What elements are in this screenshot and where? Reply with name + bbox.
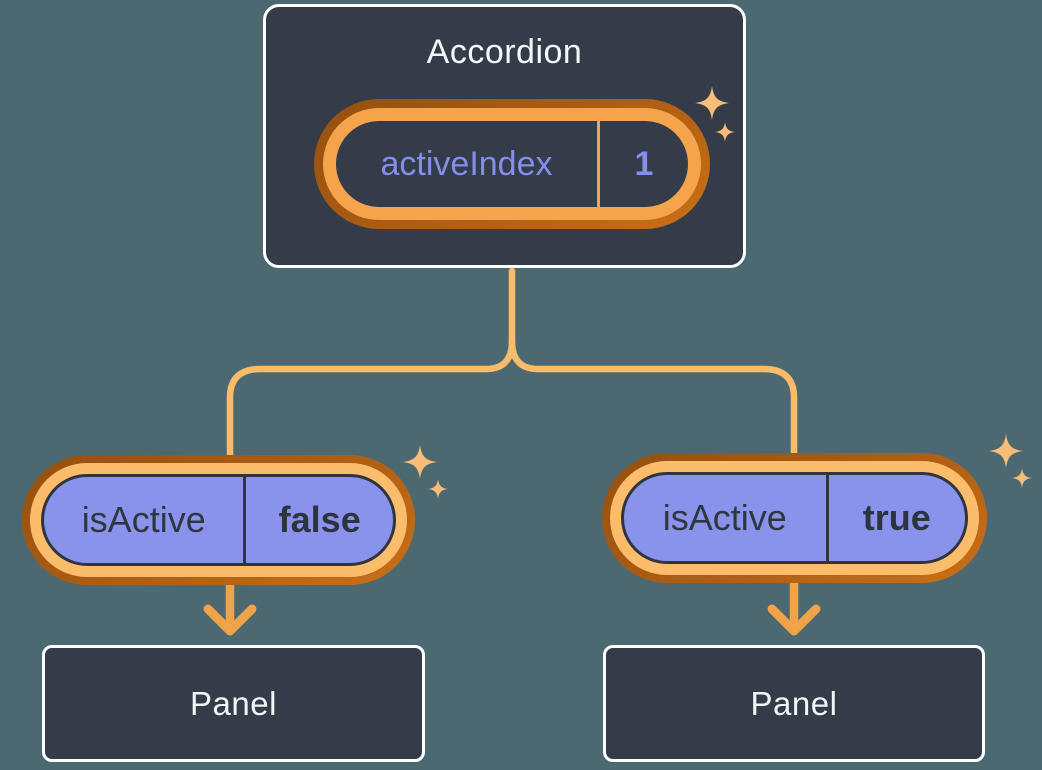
prop-key-label: isActive	[44, 477, 247, 563]
sparkle-icon	[1012, 468, 1032, 488]
sparkle-icon	[989, 434, 1023, 468]
panel-box-left: Panel	[42, 645, 425, 762]
prop-pill-core: isActive false	[41, 474, 396, 566]
prop-pill-left: isActive false	[22, 455, 415, 585]
prop-pill-right: isActive true	[602, 453, 987, 583]
sparkle-icon	[428, 479, 448, 499]
panel-title: Panel	[750, 684, 838, 722]
accordion-box: Accordion activeIndex 1	[263, 4, 746, 268]
prop-pill-ring: isActive true	[610, 461, 979, 575]
sparkle-icon	[403, 445, 437, 479]
state-pill-core: activeIndex 1	[336, 121, 688, 207]
prop-value-label: true	[862, 497, 931, 538]
arrow-right-head	[767, 604, 821, 636]
prop-pill-core: isActive true	[621, 472, 968, 564]
prop-key-label: isActive	[624, 475, 829, 561]
panel-title: Panel	[190, 684, 277, 722]
accordion-title: Accordion	[426, 33, 583, 71]
state-value-label: 1	[634, 144, 654, 183]
state-pill: activeIndex 1	[314, 99, 710, 229]
state-key-label: activeIndex	[336, 121, 600, 207]
state-pill-ring: activeIndex 1	[323, 108, 701, 220]
prop-value-label: false	[278, 499, 361, 540]
panel-box-right: Panel	[603, 645, 985, 762]
arrow-left-head	[203, 604, 257, 636]
prop-pill-ring: isActive false	[30, 463, 407, 577]
